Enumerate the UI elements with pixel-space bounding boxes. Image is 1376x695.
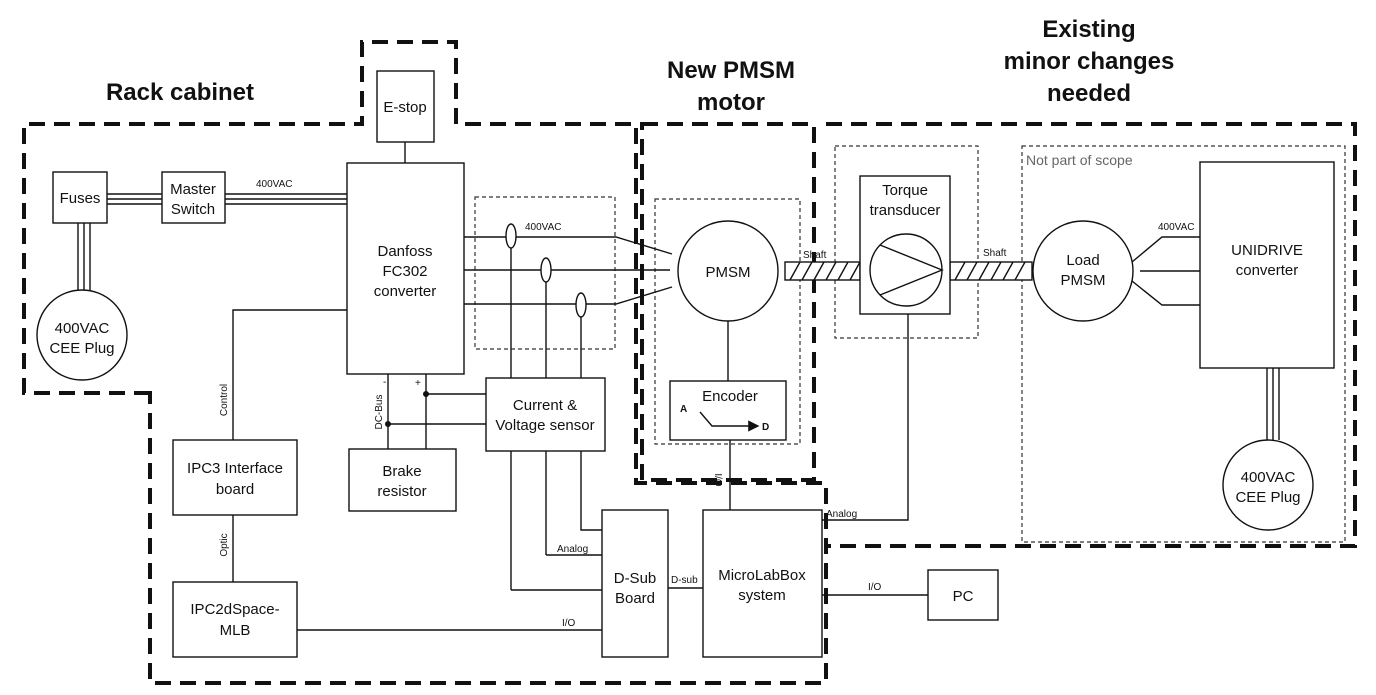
torque-region-boundary bbox=[834, 145, 979, 339]
fuses-label: Fuses bbox=[60, 190, 101, 207]
analog-label-1: Analog bbox=[557, 544, 588, 555]
connection-wires bbox=[77, 142, 1280, 631]
fuses-block bbox=[52, 171, 108, 224]
dc-bus-label: DC-Bus bbox=[374, 394, 385, 429]
torque-sensor-icon bbox=[869, 233, 944, 307]
new-motor-heading-line1: New PMSM bbox=[667, 57, 795, 84]
ipc2-label-2: MLB bbox=[220, 622, 251, 639]
existing-heading-line3: needed bbox=[1047, 80, 1131, 107]
unidrive-label-1: UNIDRIVE bbox=[1231, 242, 1303, 259]
cee-plug-right-label-1: 400VAC bbox=[1241, 469, 1296, 486]
current-sensor-clamp-1 bbox=[505, 223, 517, 249]
existing-heading-line1: Existing bbox=[1042, 16, 1135, 43]
optic-label: Optic bbox=[219, 533, 230, 556]
motor-inner-boundary bbox=[654, 198, 801, 445]
rack-cabinet-boundary bbox=[22, 40, 828, 685]
existing-setup-boundary bbox=[826, 122, 1357, 548]
ipc3-label-1: IPC3 Interface bbox=[187, 460, 283, 477]
minus-label: - bbox=[383, 377, 386, 388]
torque-label-2: transducer bbox=[870, 202, 941, 219]
brake-resistor-block bbox=[348, 448, 457, 512]
cee-plug-right bbox=[1222, 439, 1314, 531]
ipc2dspace-block bbox=[172, 581, 298, 658]
new-motor-boundary bbox=[640, 122, 816, 482]
pmsm-label: PMSM bbox=[706, 264, 751, 281]
encoder-label: Encoder bbox=[702, 388, 758, 405]
sensing-region-boundary bbox=[474, 196, 616, 350]
unidrive-converter-block bbox=[1199, 161, 1335, 369]
io-label-3: I/O bbox=[712, 473, 723, 487]
danfoss-converter-block bbox=[346, 162, 465, 375]
load-pmsm-label-2: PMSM bbox=[1061, 272, 1106, 289]
master-switch-label-1: Master bbox=[170, 181, 216, 198]
shaft-torque-to-load bbox=[949, 261, 1033, 281]
ipc3-label-2: board bbox=[216, 481, 254, 498]
danfoss-label-3: converter bbox=[374, 283, 437, 300]
pc-block bbox=[927, 569, 999, 621]
rack-cabinet-heading: Rack cabinet bbox=[106, 79, 254, 106]
control-label: Control bbox=[219, 384, 230, 416]
microlabbox-block bbox=[702, 509, 823, 658]
shaft-label-1: Shaft bbox=[803, 250, 827, 261]
cvs-label-2: Voltage sensor bbox=[495, 417, 594, 434]
brake-label-1: Brake bbox=[382, 463, 421, 480]
load-pmsm-motor bbox=[1032, 220, 1134, 322]
cee-plug-right-label-2: CEE Plug bbox=[1235, 489, 1300, 506]
dc-bus-junction-plus bbox=[423, 391, 429, 397]
torque-label-1: Torque bbox=[882, 182, 928, 199]
vac-label-right: 400VAC bbox=[1158, 222, 1195, 233]
new-motor-heading-line2: motor bbox=[697, 89, 765, 116]
estop-block bbox=[376, 70, 435, 143]
cee-plug-left bbox=[36, 289, 128, 381]
cee-plug-left-label-2: CEE Plug bbox=[49, 340, 114, 357]
dc-bus-junction-minus bbox=[385, 421, 391, 427]
encoder-block bbox=[669, 380, 787, 441]
brake-label-2: resistor bbox=[377, 483, 426, 500]
danfoss-label-2: FC302 bbox=[382, 263, 427, 280]
dsub-label-1: D-Sub bbox=[614, 570, 657, 587]
out-of-scope-label: Not part of scope bbox=[1026, 152, 1133, 168]
current-sensor-clamp-2 bbox=[540, 257, 552, 283]
analog-label-2: Analog bbox=[826, 509, 857, 520]
master-switch-label-2: Switch bbox=[171, 201, 215, 218]
io-label-2: I/O bbox=[868, 582, 882, 593]
mlb-label-1: MicroLabBox bbox=[718, 567, 806, 584]
encoder-ad-arrow bbox=[699, 411, 760, 432]
dsub-board-block bbox=[601, 509, 669, 658]
ipc2-label-1: IPC2dSpace- bbox=[190, 601, 279, 618]
encoder-a-label: A bbox=[680, 404, 687, 415]
plus-label: + bbox=[415, 378, 421, 389]
out-of-scope-boundary bbox=[1021, 145, 1346, 543]
ipc3-interface-block bbox=[172, 439, 298, 516]
shaft-motor-to-torque bbox=[784, 261, 861, 281]
cee-plug-left-label-1: 400VAC bbox=[55, 320, 110, 337]
encoder-d-label: D bbox=[762, 422, 769, 433]
shaft-label-2: Shaft bbox=[983, 248, 1007, 259]
danfoss-label-1: Danfoss bbox=[377, 243, 432, 260]
unidrive-label-2: converter bbox=[1236, 262, 1299, 279]
load-pmsm-label-1: Load bbox=[1066, 252, 1099, 269]
master-switch-block bbox=[161, 171, 226, 224]
mlb-label-2: system bbox=[738, 587, 786, 604]
dsub-label-2: Board bbox=[615, 590, 655, 607]
dsub-wire-label: D-sub bbox=[671, 575, 698, 586]
io-label-1: I/O bbox=[562, 618, 576, 629]
vac-label-top: 400VAC bbox=[256, 179, 293, 190]
estop-label: E-stop bbox=[383, 99, 426, 116]
pmsm-motor bbox=[677, 220, 779, 322]
current-voltage-sensor-block bbox=[485, 377, 606, 452]
cvs-label-1: Current & bbox=[513, 397, 577, 414]
existing-heading-line2: minor changes bbox=[1004, 48, 1175, 75]
vac-label-mid: 400VAC bbox=[525, 222, 562, 233]
current-sensor-clamp-3 bbox=[575, 292, 587, 318]
pc-label: PC bbox=[953, 588, 974, 605]
